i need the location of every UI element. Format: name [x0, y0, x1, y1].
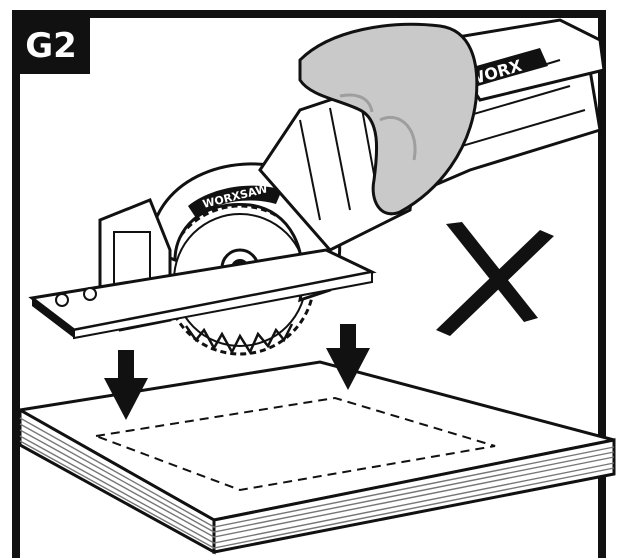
- figure-frame: [12, 10, 606, 558]
- x-mark-icon: [436, 222, 554, 336]
- step-label: G2: [25, 26, 77, 66]
- down-arrow-icon: [104, 350, 148, 420]
- gloved-hand: [298, 22, 479, 216]
- step-badge: G2: [12, 10, 90, 74]
- workpiece-board: [15, 360, 616, 555]
- down-arrow-icon: [326, 324, 370, 390]
- cut-outline: [92, 396, 496, 492]
